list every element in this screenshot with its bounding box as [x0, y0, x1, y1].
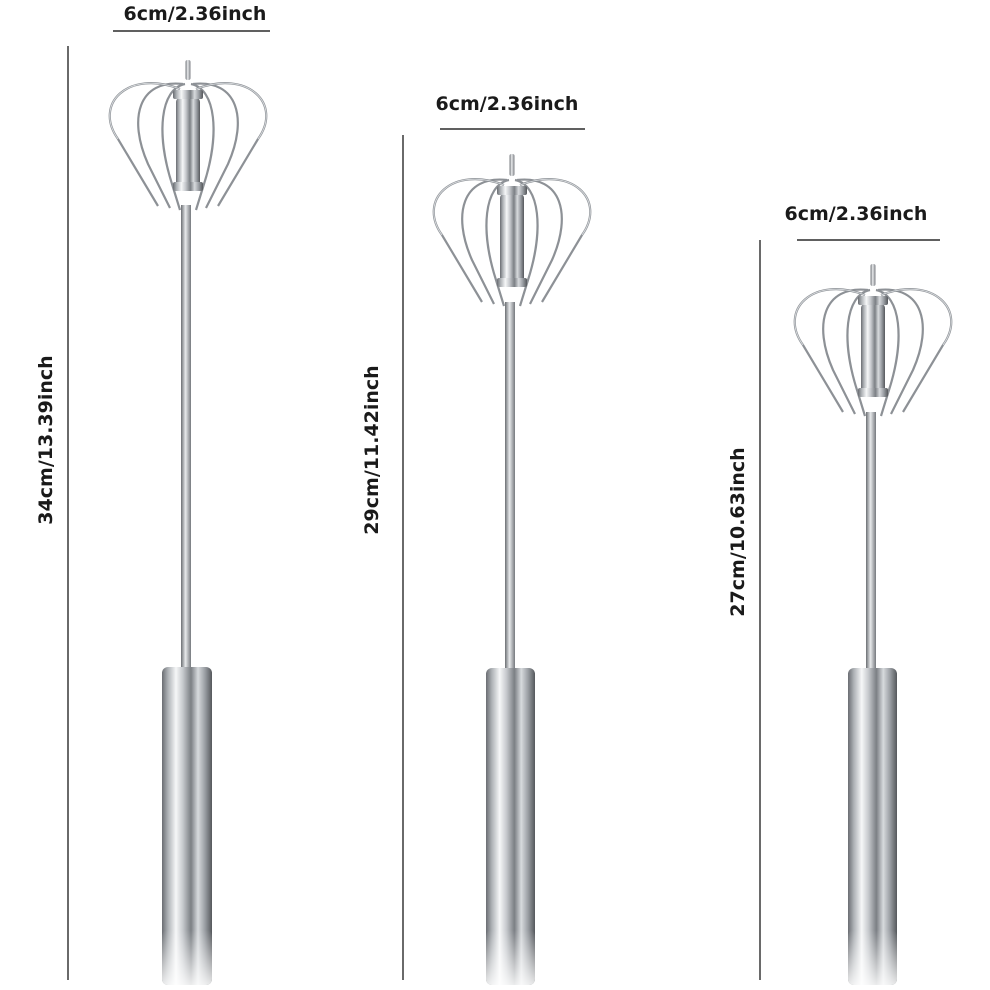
whisk-small-shaft	[866, 412, 876, 668]
whisk-small-head	[793, 264, 953, 417]
whisk-large-head	[108, 60, 268, 211]
whisk-medium-width-label: 6cm/2.36inch	[436, 93, 579, 115]
whisk-large-handle	[162, 667, 212, 985]
whisk-medium-shaft	[505, 302, 515, 668]
whisk-medium: 6cm/2.36inch 29cm/11.42inch	[361, 93, 592, 985]
whisk-large-width-label: 6cm/2.36inch	[124, 3, 267, 25]
whisk-small: 6cm/2.36inch 27cm/10.63inch	[727, 203, 953, 985]
whisk-medium-head	[432, 154, 592, 307]
whisk-large-length-label: 34cm/13.39inch	[35, 355, 57, 524]
whisk-small-handle	[848, 668, 897, 985]
whisk-small-width-label: 6cm/2.36inch	[785, 203, 928, 225]
whisk-small-length-label: 27cm/10.63inch	[727, 447, 749, 616]
whisk-medium-handle	[486, 668, 535, 985]
whisk-medium-length-label: 29cm/11.42inch	[361, 365, 383, 534]
whisk-large: 6cm/2.36inch 34cm/13.39inch	[35, 3, 270, 985]
whisk-large-shaft	[181, 205, 191, 667]
